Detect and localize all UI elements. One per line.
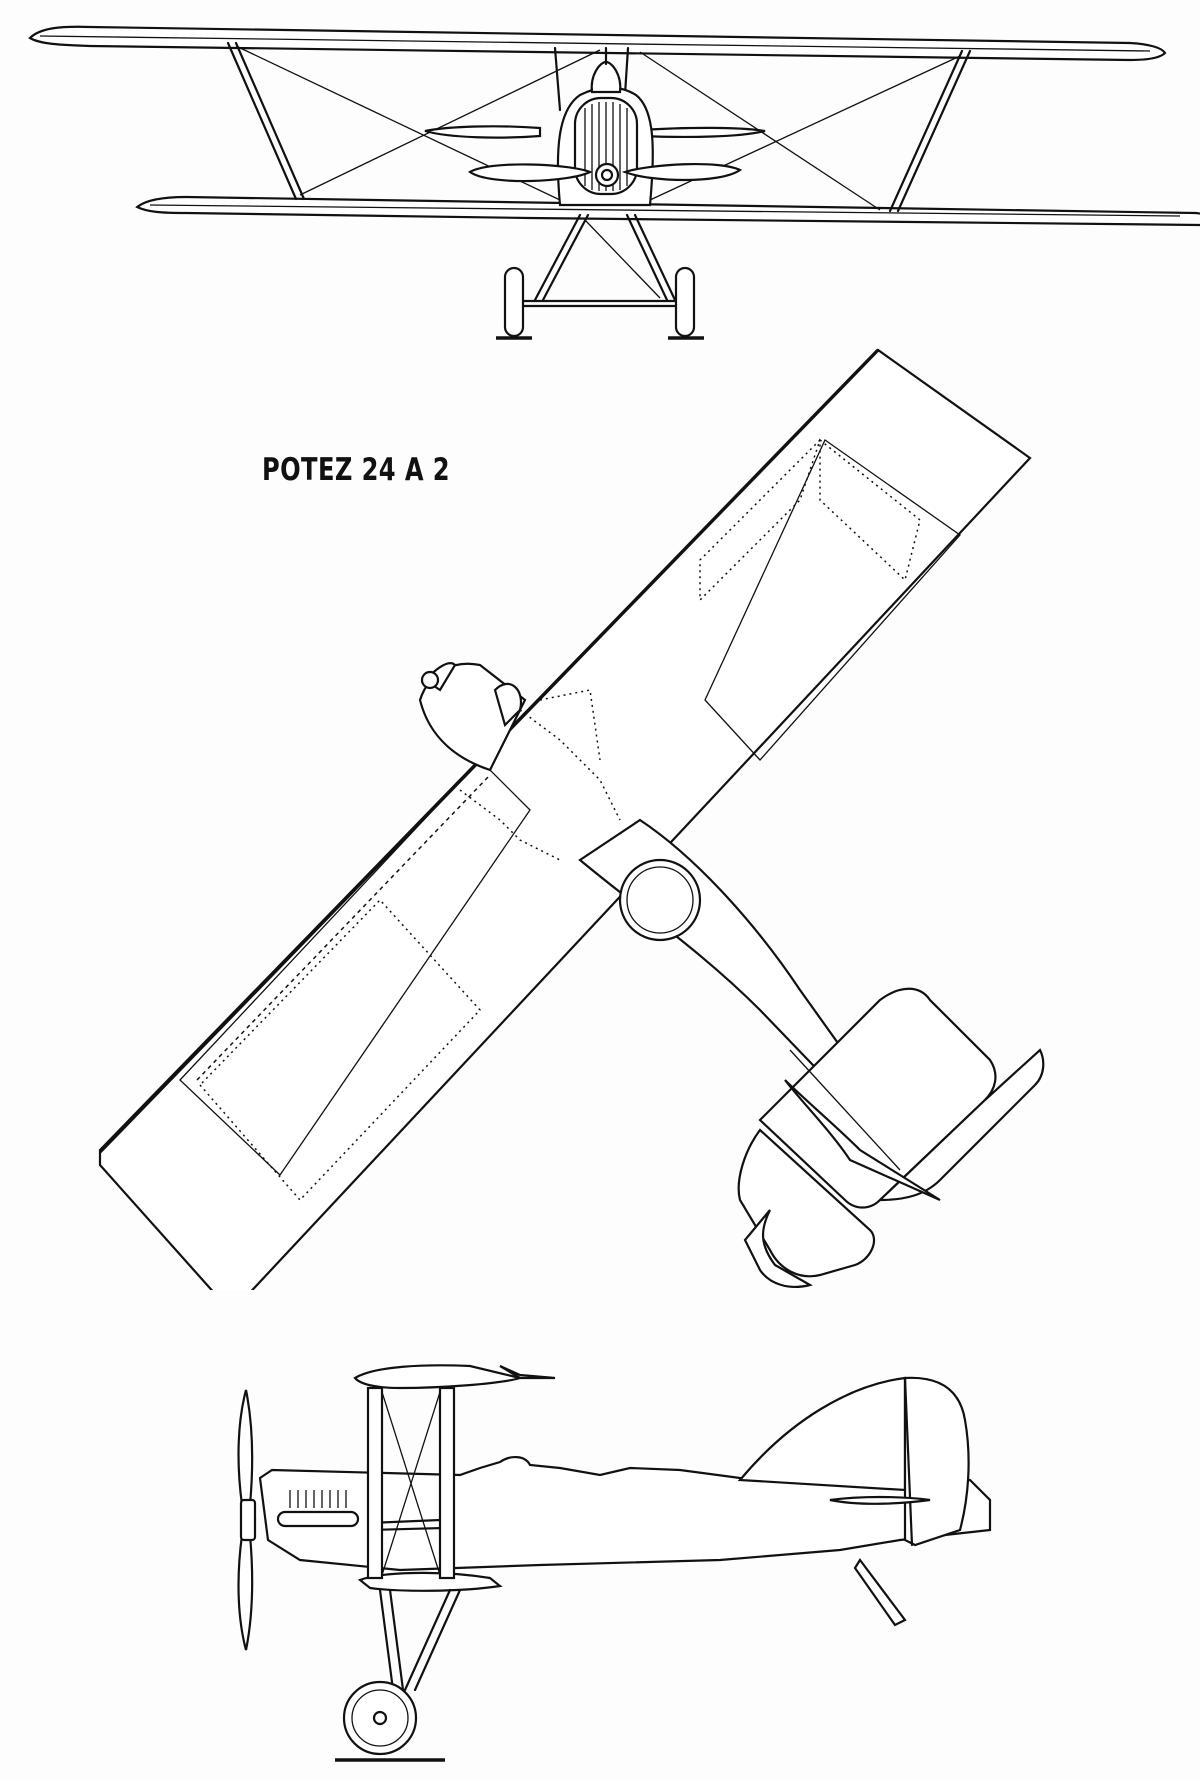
top-rudder — [784, 1079, 941, 1202]
side-rudder — [903, 1376, 970, 1547]
front-right-wheel — [674, 266, 696, 338]
top-view — [98, 348, 1045, 1290]
front-view — [28, 25, 1200, 340]
side-tailplane — [829, 1495, 931, 1505]
side-lower-wing — [357, 1571, 503, 1592]
drawing-title: POTEZ 24 A 2 — [262, 452, 450, 488]
front-right-strut — [888, 49, 964, 213]
side-upper-wing — [353, 1364, 525, 1390]
top-cockpit — [618, 858, 702, 942]
front-left-wheel — [503, 266, 525, 338]
side-interplane-strut-rear — [438, 1386, 456, 1580]
top-left-aileron — [179, 759, 531, 1176]
side-propeller — [237, 1389, 254, 1507]
side-view — [237, 1364, 992, 1762]
top-tailplane — [758, 987, 997, 1209]
side-fin — [737, 1376, 907, 1492]
top-right-aileron — [704, 439, 961, 761]
front-propeller — [467, 163, 593, 183]
front-left-strut — [226, 41, 298, 201]
side-interplane-strut-front — [366, 1386, 384, 1580]
